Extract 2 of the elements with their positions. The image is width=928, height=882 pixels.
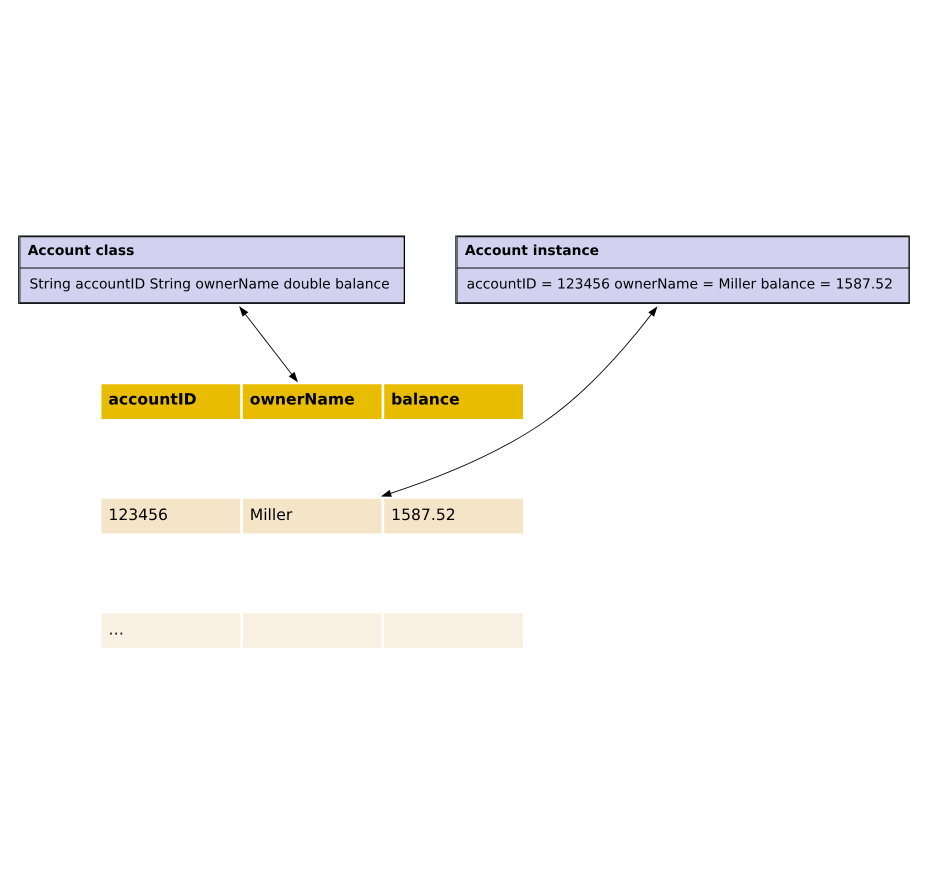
arrow (380, 306, 658, 496)
arrow (239, 306, 298, 382)
